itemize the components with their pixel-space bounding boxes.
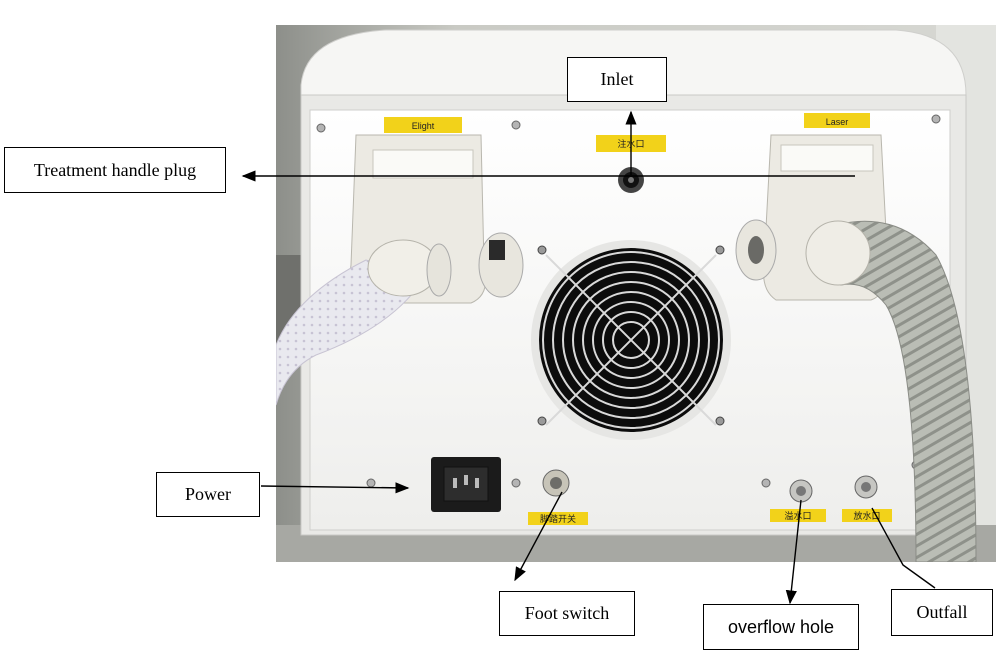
outfall-arrow <box>871 507 936 589</box>
power-arrow <box>260 482 410 494</box>
power-callout: Power <box>156 472 260 517</box>
cooling-fan <box>531 240 731 440</box>
foot-switch-callout: Foot switch <box>499 591 635 636</box>
overflow-arrow <box>785 499 802 605</box>
outfall-callout: Outfall <box>891 589 993 636</box>
treatment-handle-plug-callout: Treatment handle plug <box>4 147 226 193</box>
foot-switch-arrow <box>514 491 563 582</box>
elight-decal: Elight <box>412 121 435 131</box>
laser-decal: Laser <box>826 117 849 127</box>
outfall-decal: 放水口 <box>853 510 880 521</box>
inlet-callout: Inlet <box>567 57 667 102</box>
device-rear-photo: Elight Laser 注水口 <box>276 25 996 562</box>
foot-switch-decal: 脚踏开关 <box>540 513 576 524</box>
overflow-decal: 溢水口 <box>784 510 811 521</box>
overflow-hole-callout: overflow hole <box>703 604 859 650</box>
